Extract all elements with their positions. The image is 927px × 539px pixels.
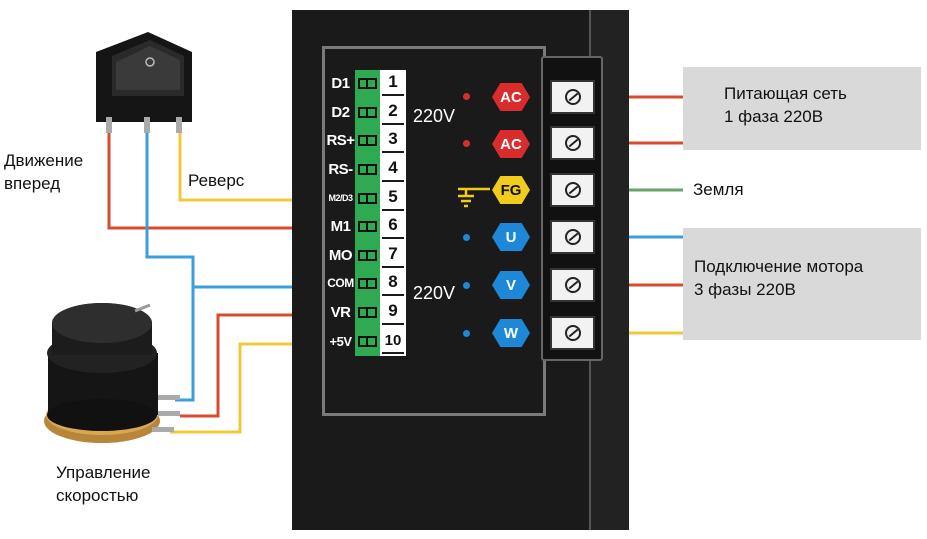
screw-terminal xyxy=(550,126,595,160)
terminal-label-com: COM xyxy=(327,276,354,290)
terminal-label-vr: VR xyxy=(330,303,351,321)
terminal-badge-v: V xyxy=(492,271,530,299)
connector-dot xyxy=(463,330,470,337)
screw-terminal xyxy=(550,80,595,114)
screw-icon xyxy=(564,277,581,293)
terminal-slot xyxy=(358,307,377,318)
controller-panel xyxy=(292,10,589,530)
screw-icon xyxy=(564,89,581,105)
terminal-slot xyxy=(358,107,377,118)
mains-box xyxy=(683,67,921,150)
terminal-number-column xyxy=(380,70,406,356)
terminal-badge-w: W xyxy=(492,319,530,347)
terminal-badge-u: U xyxy=(492,223,530,251)
terminal-label-m1: M1 xyxy=(330,217,351,235)
mains-label: Питающая сеть 1 фаза 220В xyxy=(724,84,847,126)
connector-dot xyxy=(463,93,470,100)
potentiometer xyxy=(44,303,180,443)
terminal-slot xyxy=(358,278,377,289)
screw-terminal xyxy=(550,316,595,350)
terminal-badge-ac1: AC xyxy=(492,83,530,111)
screw-terminal xyxy=(550,268,595,302)
terminal-number: 1 xyxy=(382,70,404,96)
terminal-number: 6 xyxy=(382,213,404,239)
wire-pot-5v xyxy=(170,342,326,434)
terminal-label-m2-d3: M2/D3 xyxy=(328,193,353,203)
terminal-number: 8 xyxy=(382,270,404,296)
forward-label: Движение вперед xyxy=(4,151,84,193)
reverse-label: Реверс xyxy=(188,171,245,190)
wire-pot-vr xyxy=(180,313,326,418)
terminal-slot xyxy=(358,221,377,232)
wire-common xyxy=(145,128,326,289)
voltage-label-output: 220V xyxy=(413,283,456,303)
terminal-badge-fg: FG xyxy=(492,176,530,204)
terminal-number: 10 xyxy=(382,328,404,354)
wire-forward xyxy=(107,128,326,230)
terminal-number: 7 xyxy=(382,242,404,268)
terminal-number: 4 xyxy=(382,156,404,182)
terminal-slot xyxy=(358,164,377,175)
motor-box xyxy=(683,228,921,340)
terminal-label-d1: D1 xyxy=(331,74,350,92)
ground-icon xyxy=(458,187,490,208)
terminal-slot xyxy=(358,135,377,146)
wire-reverse xyxy=(178,128,326,202)
screw-icon xyxy=(564,229,581,245)
wire-pot-com xyxy=(175,287,195,402)
screw-icon xyxy=(564,325,581,341)
terminal-slot xyxy=(358,250,377,261)
screw-icon xyxy=(564,182,581,198)
motor-label: Подключение мотора 3 фазы 220В xyxy=(694,257,864,299)
terminal-slot xyxy=(358,193,377,204)
terminal-label-rs-minus: RS- xyxy=(328,160,353,178)
terminal-slot xyxy=(358,336,377,347)
terminal-label-mo: MO xyxy=(328,246,353,264)
connector-dot xyxy=(463,282,470,289)
terminal-slot xyxy=(358,78,377,89)
screw-terminal xyxy=(550,220,595,254)
terminal-label-rs-plus: RS+ xyxy=(326,131,355,149)
connector-dot xyxy=(463,234,470,241)
terminal-badge-ac2: AC xyxy=(492,130,530,158)
terminal-label-d2: D2 xyxy=(331,103,350,121)
screw-icon xyxy=(564,135,581,151)
terminal-label-5v: +5V xyxy=(329,333,353,349)
terminal-number: 3 xyxy=(382,127,404,153)
terminal-number: 2 xyxy=(382,99,404,125)
speed-label: Управление скоростью xyxy=(56,463,151,505)
screw-terminal xyxy=(550,173,595,207)
connector-dot xyxy=(463,140,470,147)
voltage-label-input: 220V xyxy=(413,106,456,126)
ground-label: Земля xyxy=(693,180,744,199)
terminal-number: 9 xyxy=(382,299,404,325)
terminal-number: 5 xyxy=(382,185,404,211)
rocker-switch xyxy=(96,32,192,133)
